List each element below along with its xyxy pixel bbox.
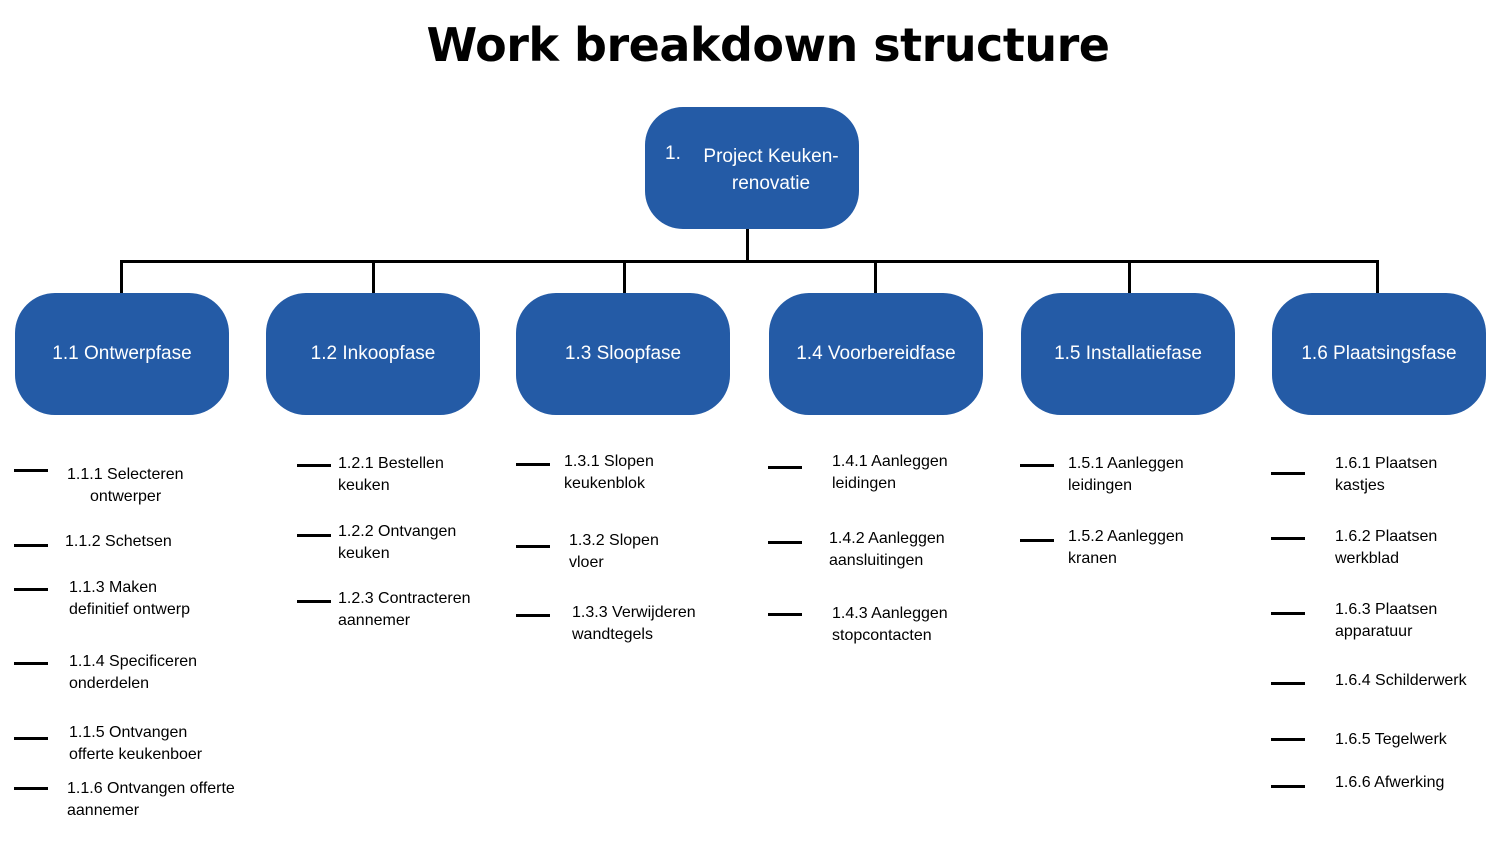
task-1-2-3: 1.2.3 Contracteren aannemer (338, 590, 471, 629)
task-1-6-6: 1.6.6 Afwerking (1335, 774, 1445, 791)
task-dash (297, 464, 331, 467)
task-dash (768, 613, 802, 616)
task-dash (516, 614, 550, 617)
phase-connector-1-1 (120, 260, 123, 294)
phase-connector-1-2 (372, 260, 375, 294)
task-dash (1020, 464, 1054, 467)
task-1-5-2: 1.5.2 Aanleggen kranen (1068, 528, 1184, 567)
task-dash (516, 463, 550, 466)
phase-node-ontwerpfase: 1.1 Ontwerpfase (15, 293, 229, 415)
task-1-2-2: 1.2.2 Ontvangen keuken (338, 523, 457, 562)
phase-connector-1-6 (1376, 260, 1379, 294)
task-1-1-3: 1.1.3 Maken definitief ontwerp (69, 579, 190, 618)
task-1-5-1: 1.5.1 Aanleggen leidingen (1068, 455, 1184, 494)
task-dash (1271, 682, 1305, 685)
task-1-4-2: 1.4.2 Aanleggen aansluitingen (829, 530, 945, 569)
task-dash (768, 466, 802, 469)
phase-connector-1-5 (1128, 260, 1131, 294)
task-1-6-2: 1.6.2 Plaatsen werkblad (1335, 528, 1438, 567)
root-label-line-2: renovatie (731, 173, 811, 194)
root-connector (746, 229, 749, 262)
task-dash (14, 662, 48, 665)
phase-connector-1-4 (874, 260, 877, 294)
task-dash (14, 469, 48, 472)
task-dash (14, 787, 48, 790)
task-1-3-1: 1.3.1 Slopen keukenblok (564, 453, 654, 492)
task-1-1-2: 1.1.2 Schetsen (65, 533, 172, 550)
phase-node-plaatsingsfase: 1.6 Plaatsingsfase (1272, 293, 1486, 415)
task-dash (516, 545, 550, 548)
task-1-6-1: 1.6.1 Plaatsen kastjes (1335, 455, 1438, 494)
task-dash (297, 534, 331, 537)
task-1-1-4: 1.1.4 Specificeren onderdelen (69, 653, 198, 692)
phase-node-inkoopfase: 1.2 Inkoopfase (266, 293, 480, 415)
task-1-6-3: 1.6.3 Plaatsen apparatuur (1335, 601, 1438, 640)
phase-node-installatiefase: 1.5 Installatiefase (1021, 293, 1235, 415)
task-1-3-2: 1.3.2 Slopen vloer (569, 532, 659, 571)
task-1-6-4: 1.6.4 Schilderwerk (1335, 672, 1467, 689)
task-1-3-3: 1.3.3 Verwijderen wandtegels (572, 604, 696, 643)
root-node: 1. Project Keuken- renovatie (645, 107, 859, 229)
task-dash (1271, 472, 1305, 475)
task-dash (297, 600, 331, 603)
task-1-1-5: 1.1.5 Ontvangen offerte keukenboer (69, 724, 203, 763)
task-1-6-5: 1.6.5 Tegelwerk (1335, 731, 1447, 748)
root-label-line-1: Project Keuken- (703, 146, 839, 167)
task-dash (1271, 785, 1305, 788)
task-1-4-1: 1.4.1 Aanleggen leidingen (832, 453, 948, 492)
phase-connector-1-3 (623, 260, 626, 294)
task-dash (1020, 539, 1054, 542)
task-dash (1271, 738, 1305, 741)
diagram-title: Work breakdown structure (426, 18, 1110, 72)
task-dash (14, 544, 48, 547)
task-1-2-1: 1.2.1 Bestellen keuken (338, 455, 444, 494)
root-label: Project Keuken- renovatie (693, 143, 849, 197)
task-1-1-6: 1.1.6 Ontvangen offerte aannemer (67, 780, 235, 819)
task-dash (14, 737, 48, 740)
phase-node-sloopfase: 1.3 Sloopfase (516, 293, 730, 415)
task-dash (1271, 537, 1305, 540)
task-1-1-1: 1.1.1 Selecteren ontwerper (67, 466, 184, 505)
task-dash (768, 541, 802, 544)
root-number: 1. (665, 143, 681, 164)
phase-node-voorbereidfase: 1.4 Voorbereidfase (769, 293, 983, 415)
task-1-4-3: 1.4.3 Aanleggen stopcontacten (832, 605, 948, 644)
task-dash (1271, 612, 1305, 615)
horizontal-connector (120, 260, 1379, 263)
task-dash (14, 588, 48, 591)
